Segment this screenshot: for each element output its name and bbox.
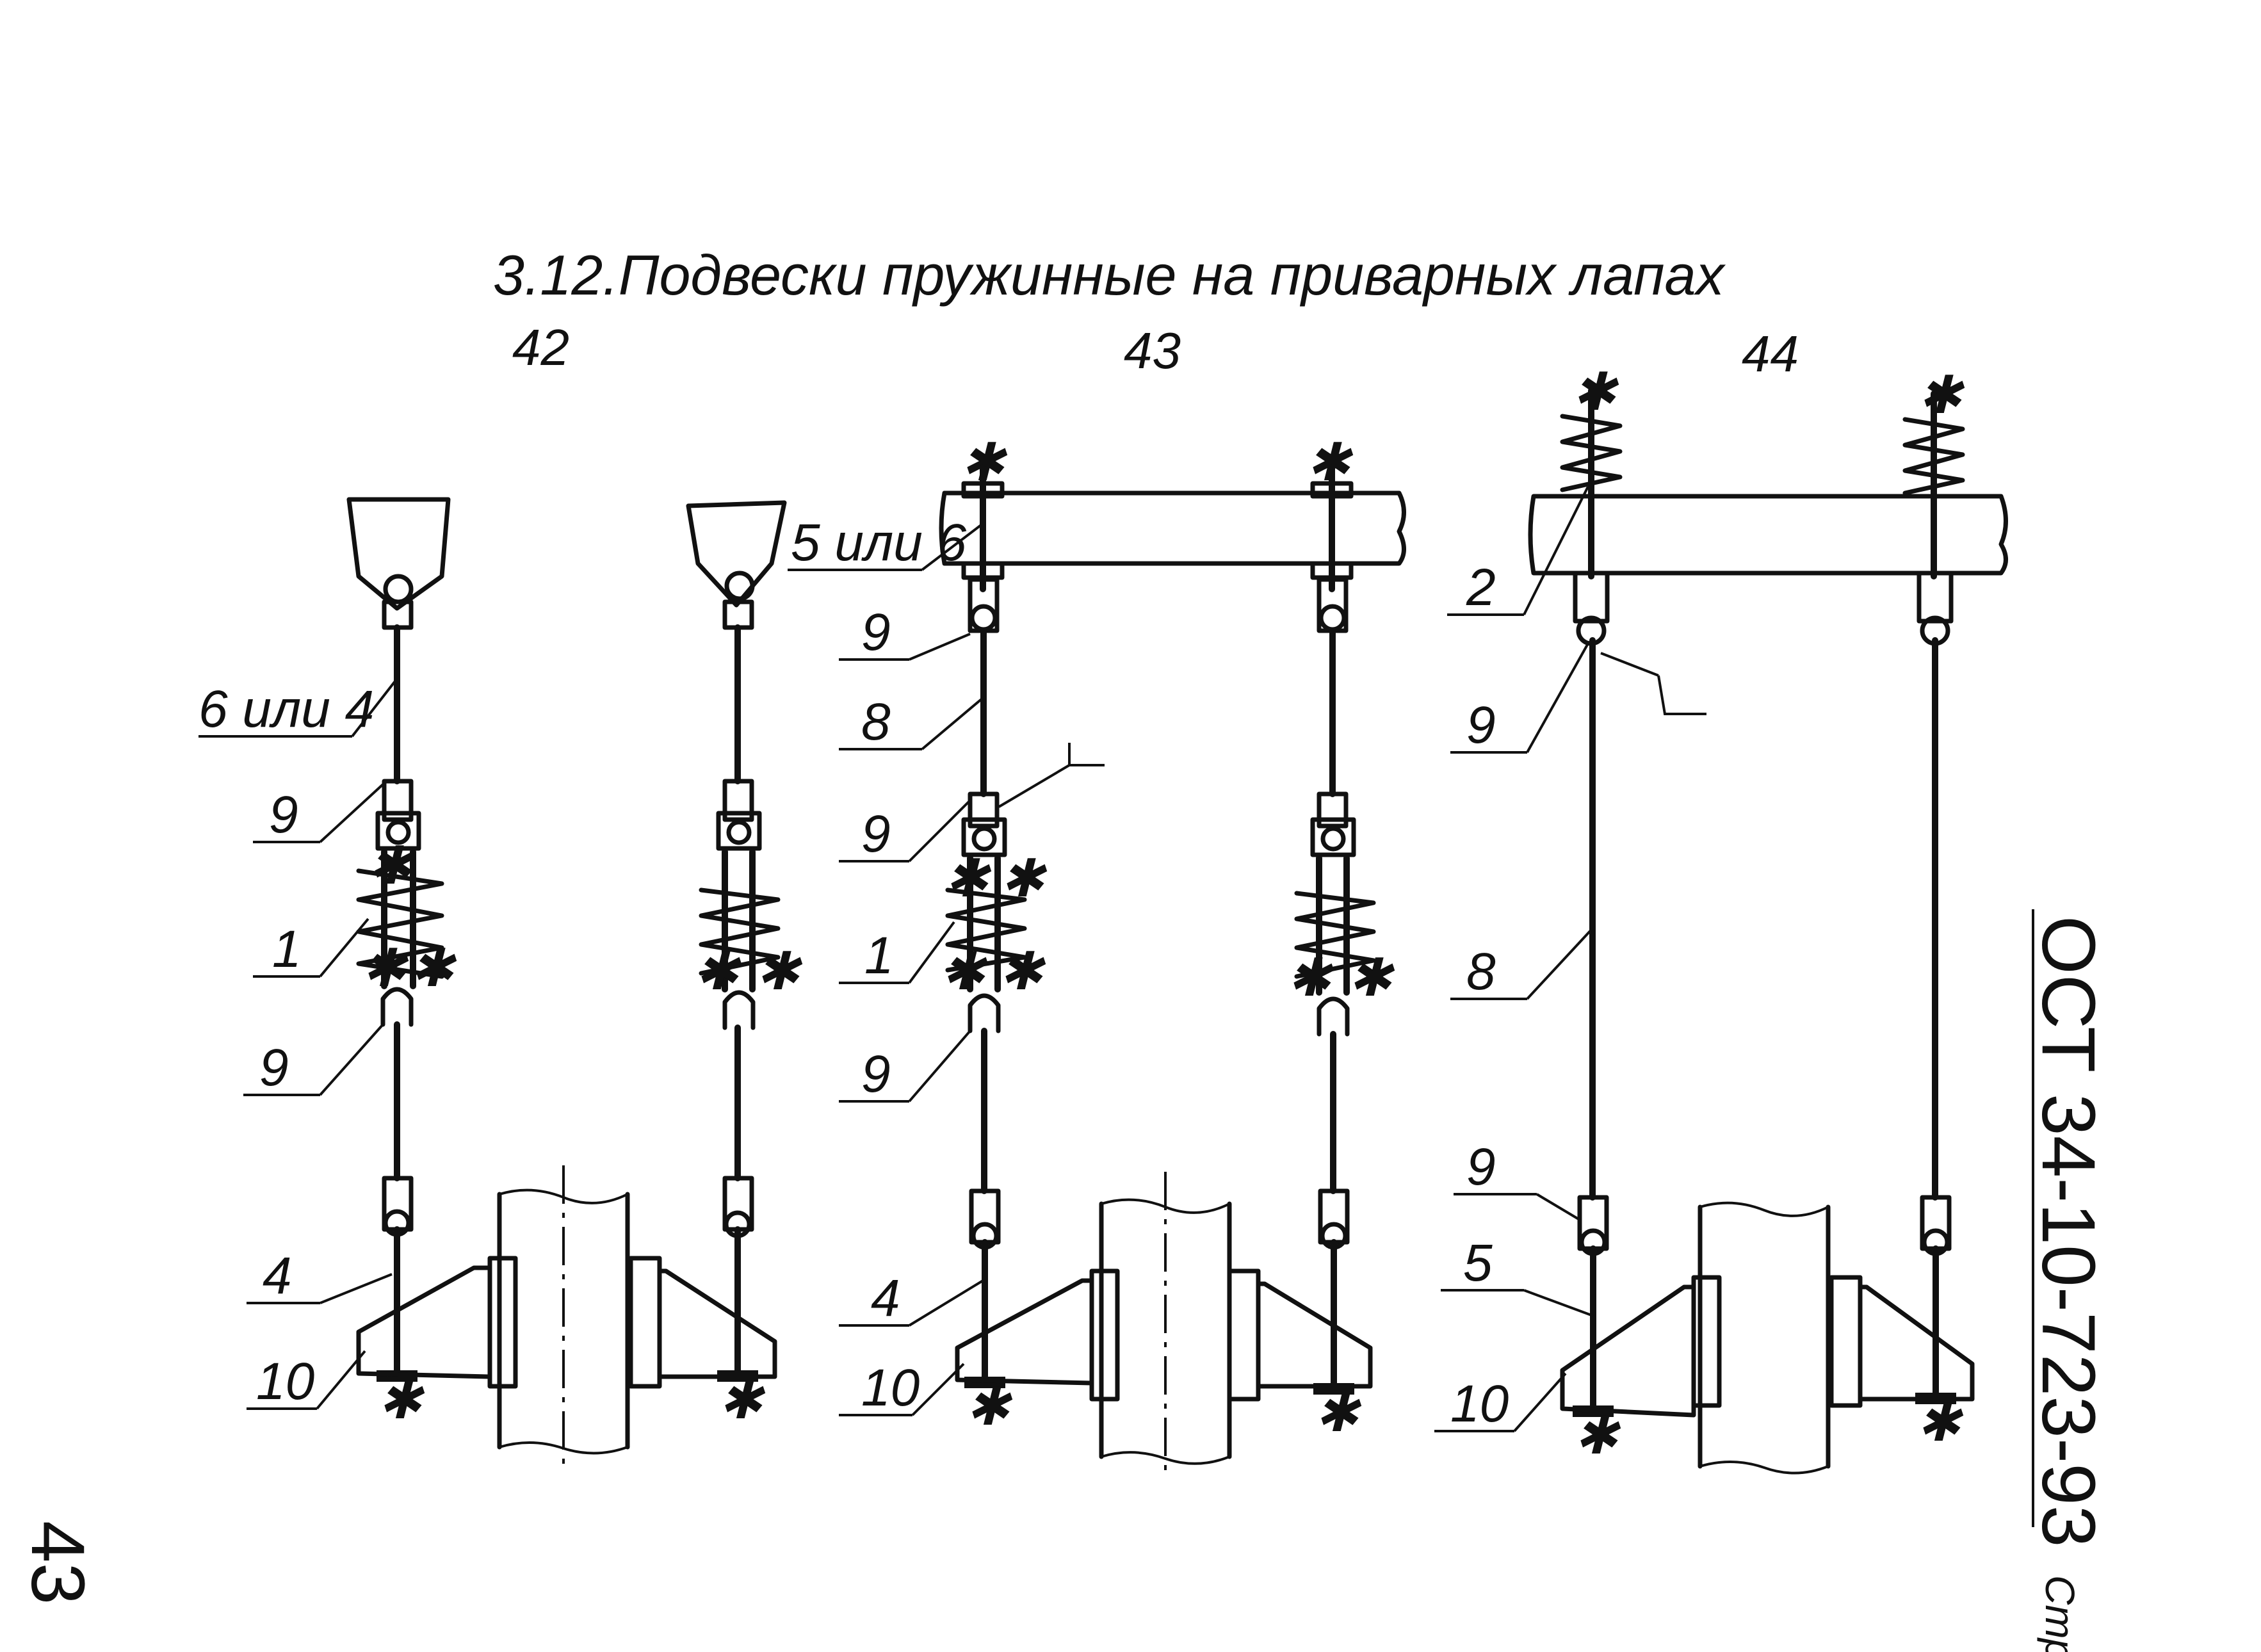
svg-text:✱: ✱	[944, 850, 992, 908]
svg-text:✱: ✱	[941, 943, 989, 1001]
callout-44-10: 10	[1450, 1375, 1509, 1433]
variant-43-left-hanger: ✱ ✱ ✱ ✱ ✱	[941, 577, 1120, 1436]
svg-text:✱: ✱	[1000, 850, 1048, 908]
callout-43-8: 8	[861, 693, 891, 751]
callout-43-9-c: 9	[861, 1045, 891, 1103]
svg-text:✱: ✱	[695, 943, 742, 1001]
callout-44-9-b: 9	[1466, 1138, 1496, 1196]
variant-42-right-hanger: ✱ ✱ ✱	[628, 500, 803, 1430]
svg-text:✱: ✱	[718, 1372, 766, 1430]
callout-5: 5	[1463, 1234, 1493, 1292]
callout-6-or-4: 6 или 4	[199, 680, 374, 738]
svg-text:✱: ✱	[999, 943, 1046, 1001]
callout-2: 2	[1466, 558, 1496, 617]
callout-43-9-a: 9	[861, 603, 891, 661]
variant-42-label: 42	[512, 319, 569, 376]
variant-43-beam: ✱ ✱	[939, 433, 1406, 592]
page-number: 43	[15, 1521, 100, 1605]
callout-44-9-a: 9	[1466, 696, 1496, 754]
variant-44-top-springs: ✱ ✱	[1560, 363, 1965, 579]
svg-text:✱: ✱	[1917, 1394, 1964, 1452]
document-code: ОСТ 34-10-723-93	[2026, 916, 2111, 1547]
callout-9-b: 9	[259, 1039, 289, 1097]
document-code-block: ОСТ 34-10-723-93 Стр 41	[2026, 916, 2111, 1652]
svg-text:✱: ✱	[756, 943, 803, 1001]
svg-text:✱: ✱	[966, 1378, 1013, 1436]
sheet-reference: Стр 41	[2037, 1575, 2083, 1652]
callout-4: 4	[263, 1247, 292, 1305]
callout-43-10: 10	[861, 1359, 920, 1417]
variant-43-label: 43	[1124, 322, 1181, 379]
variant-44-right-hanger: ✱	[1829, 571, 1975, 1452]
variant-42-callouts: 6 или 4 9 1 9 4 10	[199, 677, 398, 1411]
variant-42-pipe	[497, 1165, 630, 1466]
svg-text:✱: ✱	[1574, 1407, 1621, 1465]
variant-44-beam	[1528, 494, 2008, 576]
variant-44-left-hanger: ✱	[1560, 571, 1722, 1465]
page-number-block: 43	[15, 1521, 100, 1605]
variant-44-label: 44	[1742, 325, 1799, 382]
callout-44-8: 8	[1466, 943, 1496, 1001]
svg-text:✱: ✱	[1348, 949, 1395, 1007]
svg-text:✱: ✱	[368, 837, 416, 895]
svg-text:✱: ✱	[1287, 949, 1334, 1007]
svg-text:✱: ✱	[378, 1372, 425, 1430]
variant-42-left-hanger: ✱ ✱ ✱ ✱	[346, 497, 518, 1430]
variant-43-right-hanger: ✱ ✱ ✱	[1227, 577, 1395, 1443]
svg-text:✱: ✱	[1918, 366, 1965, 425]
variant-43-callouts: 5 или 6 9 8 9 1 9 4 10	[788, 514, 1105, 1417]
callout-5-or-6: 5 или 6	[791, 514, 967, 572]
variant-43-drawing: ✱ ✱ ✱ ✱ ✱ ✱	[788, 433, 1406, 1473]
callout-43-1: 1	[864, 927, 894, 985]
svg-text:✱: ✱	[1315, 1384, 1362, 1443]
callout-43-4: 4	[871, 1269, 900, 1327]
callout-43-9-b: 9	[861, 805, 891, 863]
svg-text:✱: ✱	[1572, 363, 1619, 421]
variant-44-drawing: ✱ ✱ ✱	[1434, 363, 2008, 1475]
callout-1: 1	[272, 920, 302, 978]
callout-9-a: 9	[269, 786, 298, 844]
svg-text:✱: ✱	[410, 939, 457, 998]
variant-44-callouts: 2 9 8 9 5 10	[1434, 486, 1706, 1433]
callout-10: 10	[256, 1352, 314, 1411]
variant-43-pipe	[1099, 1172, 1232, 1473]
drawing-title: 3.12.Подвески пружинные на приварных лап…	[493, 243, 1726, 307]
variant-44-pipe	[1698, 1201, 1831, 1475]
variant-42-drawing: ✱ ✱ ✱ ✱	[199, 497, 803, 1466]
